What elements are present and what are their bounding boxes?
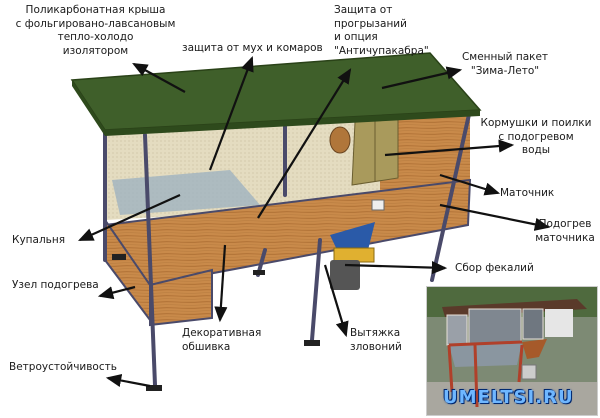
- label-season-pack: Сменный пакет "Зима-Лето": [450, 51, 560, 78]
- label-wind-resistance: Ветроустойчивость: [9, 361, 117, 373]
- label-nest: Маточник: [500, 187, 555, 199]
- label-trim-line2: обшивка: [182, 340, 231, 353]
- label-pack-line1: Сменный пакет: [461, 51, 549, 63]
- label-nest-heat-line1: Подогрев: [538, 218, 592, 230]
- label-gnaw-line2: прогрызаний: [334, 17, 407, 30]
- label-feeders-line2: с подогревом: [498, 130, 574, 143]
- label-nest-heating: Подогрев маточника: [530, 218, 600, 245]
- label-trim-line1: Декоративная: [182, 327, 262, 339]
- label-pack-line2: "Зима-Лето": [470, 64, 540, 77]
- label-feeders-line3: воды: [521, 144, 551, 156]
- cage-photo-inset: UMELTSI.RU: [426, 286, 598, 416]
- label-roof: Поликарбонатная крыша с фольгировано-лав…: [8, 4, 183, 58]
- label-roof-line3: тепло-холодо: [57, 31, 134, 43]
- label-gnaw-protection: Защита от прогрызаний и опция "Античупак…: [334, 4, 429, 58]
- label-exhaust-line2: зловоний: [350, 340, 402, 353]
- label-roof-line1: Поликарбонатная крыша: [25, 4, 166, 16]
- label-odor-exhaust: Вытяжка зловоний: [350, 327, 402, 354]
- photo-scene: [427, 287, 597, 415]
- label-heater-unit: Узел подогрева: [12, 279, 99, 291]
- label-roof-line4: изолятором: [62, 44, 129, 57]
- label-exhaust-line1: Вытяжка: [350, 327, 401, 339]
- label-nest-heat-line2: маточника: [535, 231, 595, 244]
- label-gnaw-line1: Защита от: [334, 4, 393, 16]
- label-bath: Купальня: [12, 234, 66, 246]
- label-mosquito-protection: защита от мух и комаров: [182, 42, 323, 54]
- label-feeders: Кормушки и поилки с подогревом воды: [472, 117, 600, 158]
- label-decorative-trim: Декоративная обшивка: [182, 327, 261, 354]
- label-gnaw-line3: и опция: [334, 31, 378, 43]
- label-roof-line2: с фольгировано-лавсановым: [15, 17, 176, 30]
- label-feces-collection: Сбор фекалий: [455, 262, 534, 274]
- label-gnaw-line4: "Античупакабра": [334, 44, 429, 57]
- label-feeders-line1: Кормушки и поилки: [480, 117, 592, 129]
- watermark: UMELTSI.RU: [443, 387, 574, 408]
